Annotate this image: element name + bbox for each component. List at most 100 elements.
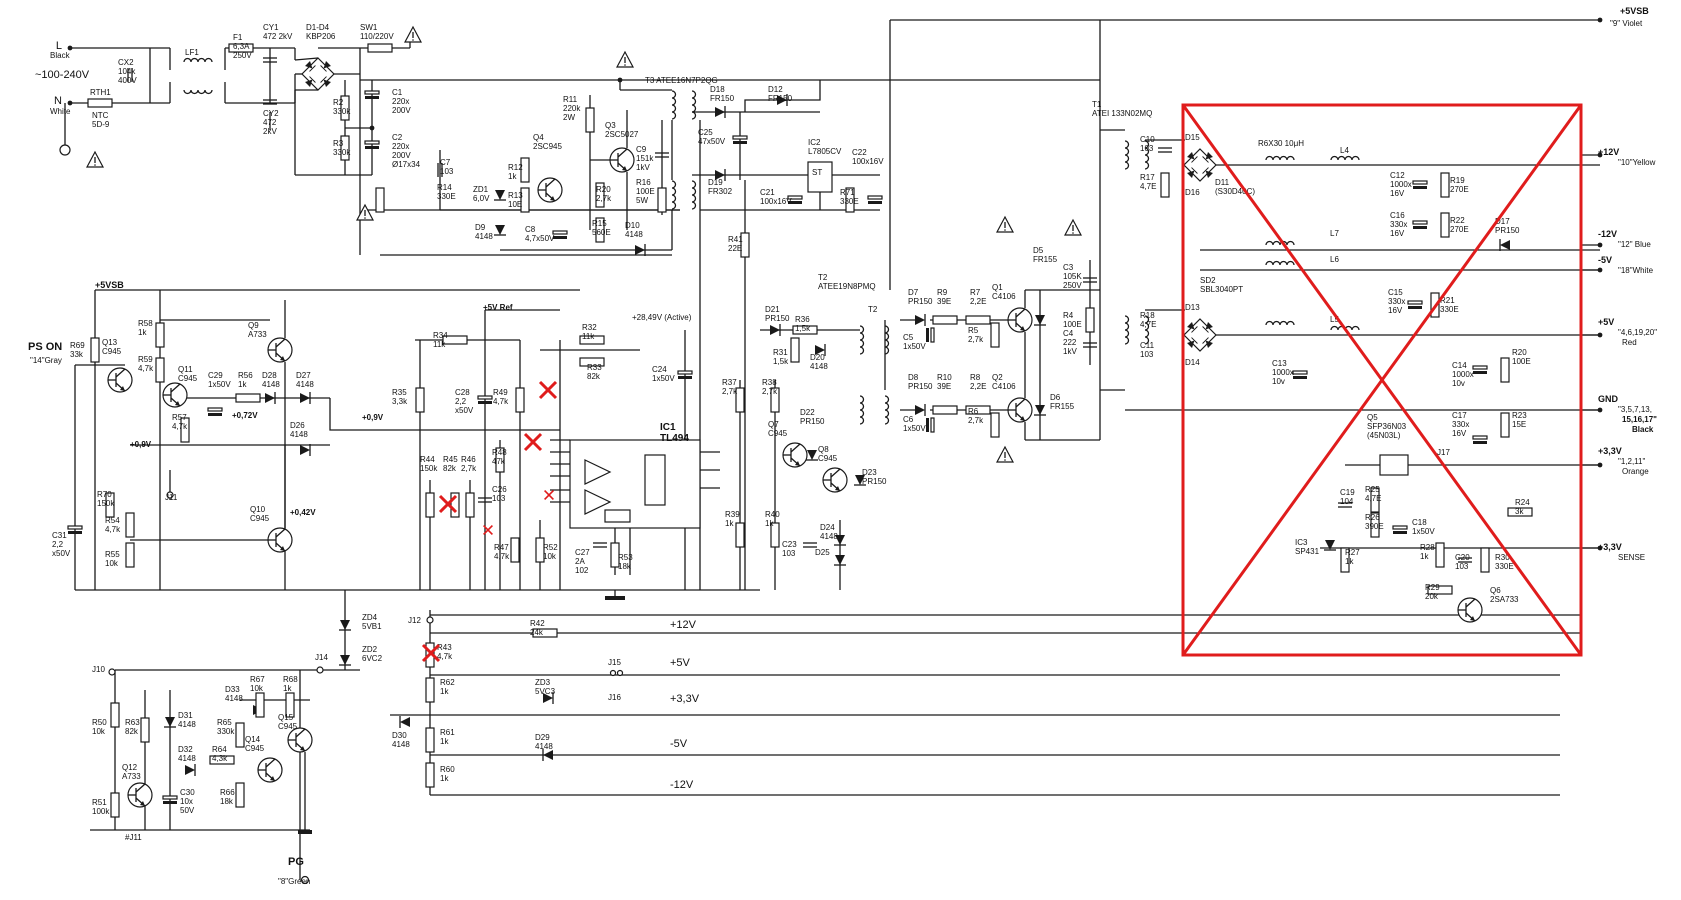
label-d18: D18 [710, 85, 725, 94]
label-bridge: D1-D4 [306, 23, 330, 32]
label-r50: 10k [92, 727, 106, 736]
d9-diode [493, 224, 507, 236]
label-r21: 330E [1440, 305, 1459, 314]
label-d14: D14 [1185, 358, 1200, 367]
c8-cap [552, 230, 568, 240]
label-q5: SFP36N03 [1367, 422, 1407, 431]
output-desc: "10"Yellow [1618, 158, 1656, 167]
label-c8: C8 [525, 225, 536, 234]
r31-res [790, 337, 800, 363]
label-d6: FR155 [1050, 402, 1075, 411]
output-desc3: Black [1632, 425, 1654, 434]
label-cy1: 472 2kV [263, 32, 293, 41]
label-q5: (45N03L) [1367, 431, 1401, 440]
label-r2: R2 [333, 98, 344, 107]
label-d26: D26 [290, 421, 305, 430]
label-d26: 4148 [290, 430, 308, 439]
ic2-regulator [807, 161, 833, 193]
ground-terminal [59, 144, 71, 156]
d15-d16-d11-bridge [1184, 149, 1216, 181]
label-r56: R56 [238, 371, 253, 380]
label-r46: 2,7k [461, 464, 477, 473]
label-c10: C10 [1140, 135, 1155, 144]
label-d33: D33 [225, 685, 240, 694]
r6-res [990, 412, 1000, 438]
label-zd2: 6VC2 [362, 654, 383, 663]
label-d20: 4148 [810, 362, 828, 371]
q14-transistor [257, 757, 283, 783]
label-d24: 4148 [820, 532, 838, 541]
r4-res [1085, 307, 1095, 333]
label-c13: 10v [1272, 377, 1285, 386]
r16-res [657, 187, 667, 213]
label-r7: 2,2E [970, 297, 986, 306]
label-v072: +0,72V [232, 411, 258, 420]
r30-res [1480, 547, 1490, 573]
r62-res [425, 677, 435, 703]
label-r33: 82k [587, 372, 601, 381]
r11-res [585, 107, 595, 133]
junction-dot [1597, 407, 1603, 413]
label-q7: C945 [768, 429, 788, 438]
output-rail-label: +3,3V [1598, 542, 1622, 552]
label-l-color: Black [50, 51, 71, 60]
r69-res [90, 337, 100, 363]
label-c28: 2,2 [455, 397, 467, 406]
label-r47: R47 [494, 543, 509, 552]
c16-cap [1412, 220, 1428, 230]
label-d29: 4148 [535, 742, 553, 751]
label-d20: D20 [810, 353, 825, 362]
label-ntc: 5D-9 [92, 120, 110, 129]
label-c31: x50V [52, 549, 71, 558]
label-j14: J14 [315, 653, 328, 662]
label-r32: 11k [582, 332, 595, 341]
output-rail-label: -12V [1598, 229, 1617, 239]
label-t2: ATEE19N8PMQ [818, 282, 876, 291]
label-5vsb-left: +5VSB [95, 280, 124, 290]
label-n-color: White [50, 107, 71, 116]
label-r22: R22 [1450, 216, 1465, 225]
label-c11: C11 [1140, 341, 1155, 350]
label-r60: 1k [440, 774, 449, 783]
c29-cap [207, 407, 223, 417]
r66-res [235, 782, 245, 808]
label-q13: Q13 [102, 338, 118, 347]
label-t2: T2 [818, 273, 828, 282]
label-d28: D28 [262, 371, 277, 380]
label-d23: D23 [862, 468, 877, 477]
label-r38: R38 [762, 378, 777, 387]
label-r21: R21 [1440, 296, 1455, 305]
label-r28: R28 [1420, 543, 1435, 552]
label-r44: 150k [420, 464, 438, 473]
d6-diode [1033, 404, 1047, 416]
label-r54: 4,7k [105, 525, 121, 534]
label-j17: J17 [1437, 448, 1450, 457]
label-c24: C24 [652, 365, 667, 374]
label-v09b: +0,9V [130, 440, 152, 449]
label-q12: Q12 [122, 763, 138, 772]
label-r37: R37 [722, 378, 737, 387]
label-d16: D16 [1185, 188, 1200, 197]
label-r62: R62 [440, 678, 455, 687]
label-c24: 1x50V [652, 374, 675, 383]
label-r68: 1k [283, 684, 292, 693]
label-d13: D13 [1185, 303, 1200, 312]
label-d27: D27 [296, 371, 311, 380]
label-r31: R31 [773, 348, 788, 357]
label-r34: R34 [433, 331, 448, 340]
label-d32: D32 [178, 745, 193, 754]
label-zd2: ZD2 [362, 645, 378, 654]
label-r42: 24k [530, 628, 544, 637]
label-zd4: 5VB1 [362, 622, 382, 631]
c15-cap [1407, 300, 1423, 310]
label-r45: R45 [443, 455, 458, 464]
label-r7: R7 [970, 288, 981, 297]
label-pg: PG [288, 856, 304, 868]
label-l4: L4 [1340, 146, 1349, 155]
label-r48: R48 [492, 448, 507, 457]
label-ic1: IC1 [660, 422, 676, 433]
q9-transistor [267, 337, 293, 363]
c5-cap [925, 327, 935, 343]
label-r10: 39E [937, 382, 951, 391]
label-c2: 220x [392, 142, 409, 151]
